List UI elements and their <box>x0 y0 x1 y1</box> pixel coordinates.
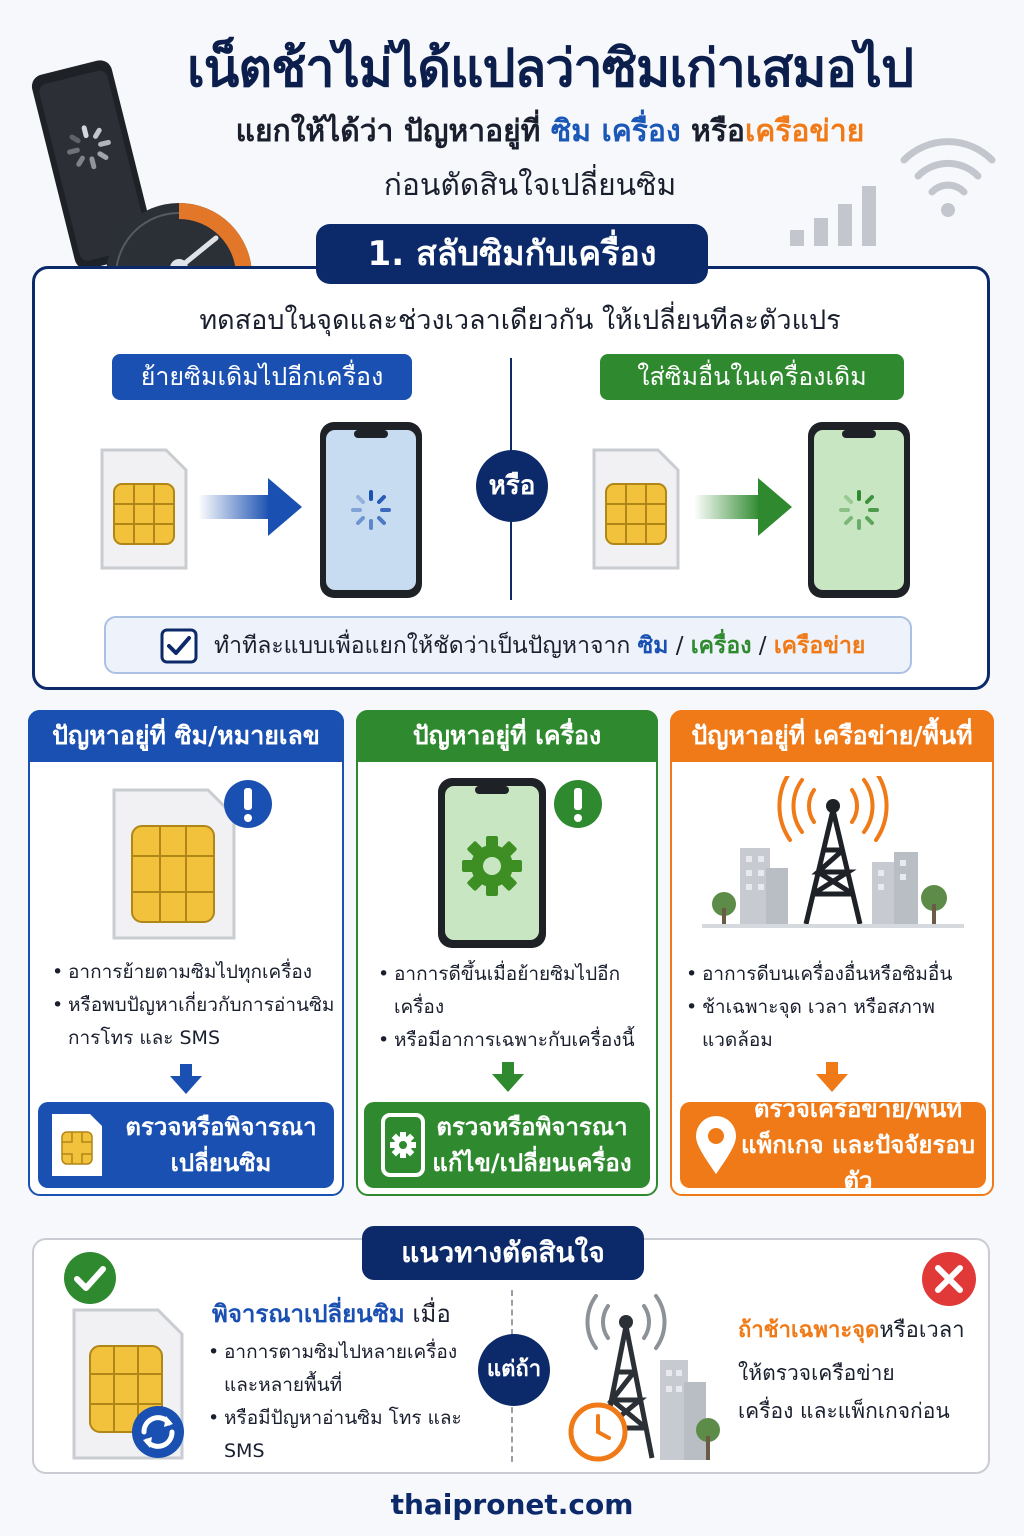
phone-gear-icon <box>381 1113 425 1177</box>
section1-intro: ทดสอบในจุดและช่วงเวลาเดียวกัน ให้เปลี่ยน… <box>199 305 841 336</box>
list-item: หรือมีปัญหาอ่านซิม โทร และ SMS <box>208 1402 478 1468</box>
clock-icon <box>568 1402 628 1462</box>
page-title: เน็ตช้าไม่ได้แปลว่าซิมเก่าเสมอไป <box>187 39 914 99</box>
action-line: ตรวจหรือพิจารณา <box>436 1113 628 1141</box>
phone-icon <box>31 60 148 270</box>
subtitle-network: เครือข่าย <box>744 114 865 149</box>
phone-icon <box>438 778 546 948</box>
decision-right-line: ให้ตรวจเครือข่าย <box>738 1361 895 1385</box>
subtitle-device: เครื่อง <box>601 114 681 149</box>
tip-sep-2: / <box>751 633 774 659</box>
option-other-sim: ใส่ซิมอื่นในเครื่องเดิม <box>600 354 904 400</box>
decision-title: แนวทางตัดสินใจ <box>362 1226 644 1280</box>
action-line: เปลี่ยนซิม <box>170 1149 272 1177</box>
checkbox-icon <box>160 628 198 664</box>
column-sim-heading: ปัญหาอยู่ที่ ซิม/หมายเลข <box>28 710 344 762</box>
subtitle-line2: ก่อนตัดสินใจเปลี่ยนซิม <box>383 168 677 203</box>
tip-sim: ซิม <box>637 633 669 659</box>
footer-site: thaipronet.com <box>390 1488 634 1521</box>
subtitle-prefix: แยกให้ได้ว่า ปัญหาอยู่ที่ <box>235 114 551 149</box>
action-line: ตรวจเครือข่าย/พื้นที่ <box>753 1095 963 1123</box>
phone-icon <box>320 422 422 598</box>
action-line: ตรวจหรือพิจารณา <box>125 1113 317 1141</box>
subtitle-sim: ซิม <box>550 114 592 149</box>
gear-icon <box>462 836 522 896</box>
check-circle-icon <box>64 1252 116 1304</box>
sim-card-icon <box>592 448 680 570</box>
tip-bar <box>104 616 912 674</box>
list-item: หรือพบปัญหาเกี่ยวกับการอ่านซิม การโทร แล… <box>52 989 338 1055</box>
decision-left-suffix: เมื่อ <box>404 1300 451 1328</box>
action-check-network: ตรวจเครือข่าย/พื้นที่แพ็กเกจ และปัจจัยรอ… <box>680 1095 986 1195</box>
wifi-icon <box>900 138 996 217</box>
decision-left-heading: พิจารณาเปลี่ยนซิม เมื่อ <box>212 1294 502 1333</box>
decision-right-line: เครื่อง และแพ็กเกจก่อน <box>738 1399 950 1423</box>
option-move-sim: ย้ายซิมเดิมไปอีกเครื่อง <box>112 354 412 400</box>
arrow-down-icon <box>492 1062 524 1092</box>
subtitle-or: หรือ <box>691 114 745 149</box>
x-circle-icon <box>922 1252 976 1306</box>
section1-title: 1. สลับซิมกับเครื่อง <box>316 224 708 284</box>
column-device-bullets: อาการดีขึ้นเมื่อย้ายซิมไปอีกเครื่อง หรือ… <box>378 958 648 1057</box>
arrow-right-icon <box>694 478 792 536</box>
tip-sep-1: / <box>668 633 691 659</box>
sim-card-icon <box>72 1308 184 1460</box>
action-line: แพ็กเกจ และปัจจัยรอบตัว <box>741 1131 975 1195</box>
list-item: ช้าเฉพาะจุด เวลา หรือสภาพแวดล้อม <box>686 991 986 1057</box>
sim-card-icon <box>112 788 236 940</box>
speedometer-icon <box>106 203 252 276</box>
decision-left-bullets: อาการตามซิมไปหลายเครื่องและหลายพื้นที่ ห… <box>208 1336 478 1468</box>
list-item: อาการดีขึ้นเมื่อย้ายซิมไปอีกเครื่อง <box>378 958 648 1024</box>
action-line: แก้ไข/เปลี่ยนเครื่อง <box>432 1149 632 1177</box>
tip-device: เครื่อง <box>690 633 752 659</box>
signal-bars-icon <box>790 186 876 246</box>
decision-right-heading: ถ้าช้าเฉพาะจุดหรือเวลา <box>738 1312 990 1347</box>
list-item: อาการตามซิมไปหลายเครื่องและหลายพื้นที่ <box>208 1336 478 1402</box>
exclamation-icon <box>554 780 602 828</box>
but-badge: แต่ถ้า <box>478 1334 550 1406</box>
sim-card-icon <box>52 1114 102 1176</box>
list-item: หรือมีอาการเฉพาะกับเครื่องนี้ <box>378 1024 648 1057</box>
decision-right-suffix: หรือเวลา <box>879 1318 965 1343</box>
arrow-down-icon <box>816 1062 848 1092</box>
column-device-heading: ปัญหาอยู่ที่ เครื่อง <box>356 710 658 762</box>
refresh-icon <box>132 1406 184 1458</box>
column-sim-bullets: อาการย้ายตามซิมไปทุกเครื่อง หรือพบปัญหาเ… <box>52 956 338 1055</box>
exclamation-icon <box>224 780 272 828</box>
location-pin-icon <box>696 1116 736 1174</box>
column-network-bullets: อาการดีบนเครื่องอื่นหรือซิมอื่น ช้าเฉพาะ… <box>686 958 986 1057</box>
decision-left-head: พิจารณาเปลี่ยนซิม <box>212 1300 405 1328</box>
decision-right-text: ให้ตรวจเครือข่าย เครื่อง และแพ็กเกจก่อน <box>738 1354 978 1430</box>
sim-card-icon <box>100 448 188 570</box>
phone-icon <box>808 422 910 598</box>
list-item: อาการย้ายตามซิมไปทุกเครื่อง <box>52 956 338 989</box>
arrow-down-icon <box>170 1064 202 1094</box>
cell-tower-icon <box>702 776 964 928</box>
tip-lead: ทำทีละแบบเพื่อแยกให้ชัดว่าเป็นปัญหาจาก <box>214 633 638 659</box>
cell-tower-icon <box>568 1294 720 1462</box>
list-item: อาการดีบนเครื่องอื่นหรือซิมอื่น <box>686 958 986 991</box>
decision-right-head: ถ้าช้าเฉพาะจุด <box>738 1318 880 1343</box>
tip-network: เครือข่าย <box>773 633 866 659</box>
tip-text: ทำทีละแบบเพื่อแยกให้ชัดว่าเป็นปัญหาจาก ซ… <box>214 628 894 664</box>
or-badge: หรือ <box>476 450 548 522</box>
column-network-heading: ปัญหาอยู่ที่ เครือข่าย/พื้นที่ <box>670 710 994 762</box>
subtitle: แยกให้ได้ว่า ปัญหาอยู่ที่ ซิม เครื่อง หร… <box>160 108 940 155</box>
arrow-right-icon <box>198 478 302 536</box>
